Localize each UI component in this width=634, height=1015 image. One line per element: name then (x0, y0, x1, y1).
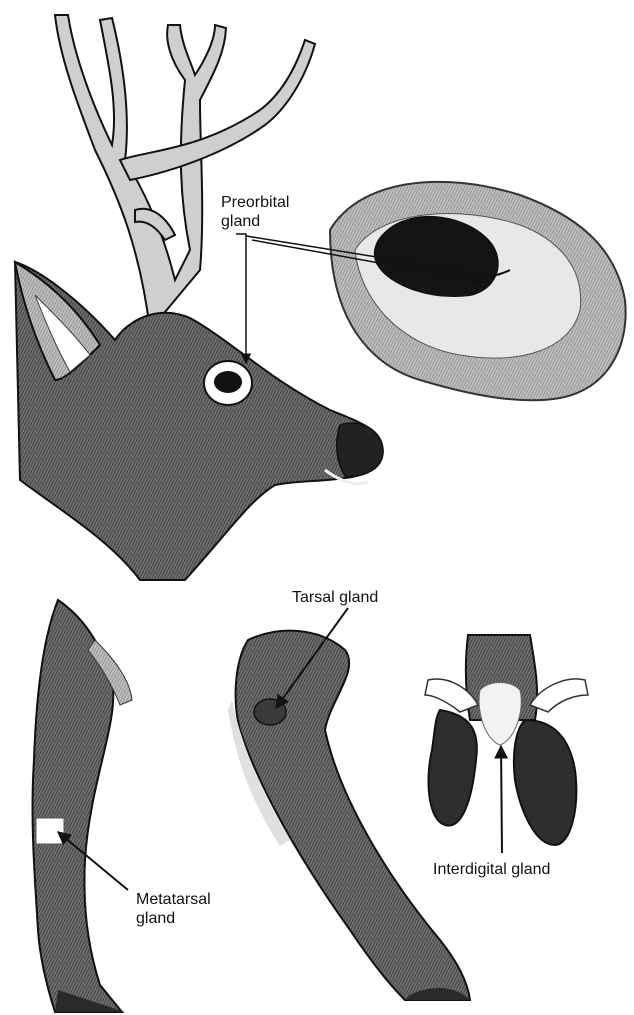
preorbital-closeup (330, 182, 626, 400)
preorbital-gland-label: Preorbital gland (221, 193, 289, 231)
tarsal-gland-label: Tarsal gland (292, 588, 378, 607)
hoof-interdigital (425, 635, 588, 845)
metatarsal-gland-label: Metatarsal gland (136, 890, 211, 928)
antlers (55, 15, 315, 330)
preorbital-label-line-2: gland (221, 212, 289, 231)
leg-metatarsal (33, 600, 132, 1012)
deer-head (15, 262, 383, 580)
preorbital-label-line-1: Preorbital (221, 193, 289, 212)
interdigital-gland-label: Interdigital gland (433, 860, 550, 879)
metatarsal-label-line-2: gland (136, 909, 211, 928)
metatarsal-label-line-1: Metatarsal (136, 890, 211, 909)
